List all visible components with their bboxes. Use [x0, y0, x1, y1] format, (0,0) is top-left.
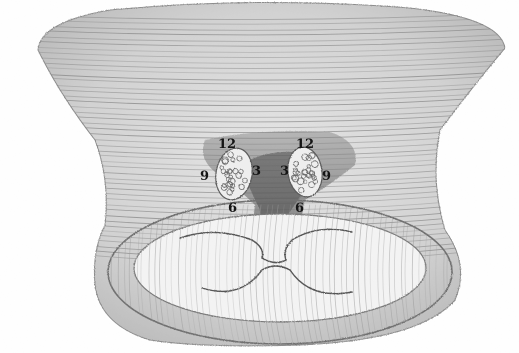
left-label-12: 12	[218, 137, 236, 152]
left-label-3: 3	[252, 164, 261, 179]
left-label-6: 6	[228, 201, 237, 216]
right-label-6: 6	[295, 201, 304, 216]
left-label-9: 9	[200, 169, 209, 184]
right-label-9: 9	[322, 169, 331, 184]
right-label-3: 3	[280, 164, 289, 179]
right-label-12: 12	[296, 137, 314, 152]
